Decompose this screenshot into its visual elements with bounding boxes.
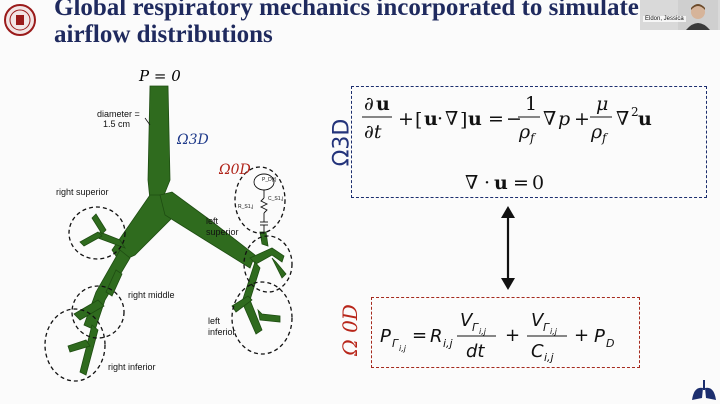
diameter-line2: 1.5 cm bbox=[103, 119, 131, 129]
right-middle-label: right middle bbox=[128, 290, 175, 300]
svg-text:D: D bbox=[606, 337, 614, 350]
right-inferior-outline bbox=[44, 308, 106, 382]
svg-text:+: + bbox=[398, 108, 414, 130]
left-superior-outline bbox=[234, 166, 286, 234]
svg-text:+: + bbox=[574, 108, 590, 130]
svg-text:u: u bbox=[494, 172, 508, 194]
svg-text:·: · bbox=[484, 172, 490, 194]
svg-text:V: V bbox=[460, 310, 474, 331]
svg-text:dt: dt bbox=[466, 341, 485, 362]
slide-title: Global respiratory mechanics incorporate… bbox=[54, 0, 654, 48]
svg-text:P: P bbox=[380, 326, 391, 347]
slide-title-line2: airflow distributions bbox=[54, 21, 273, 48]
left-inferior-outline bbox=[231, 281, 293, 355]
svg-text:0: 0 bbox=[532, 172, 544, 194]
participant-avatar bbox=[678, 0, 718, 30]
svg-text:2: 2 bbox=[631, 105, 639, 119]
svg-text:f: f bbox=[529, 131, 537, 145]
left-inferior-label: left inferior bbox=[208, 316, 236, 337]
svg-text:p: p bbox=[558, 108, 570, 130]
lobe-outlines bbox=[44, 166, 293, 382]
svg-text:+: + bbox=[505, 325, 520, 346]
svg-text:i,j: i,j bbox=[544, 351, 555, 364]
svg-text:μ: μ bbox=[596, 93, 608, 115]
svg-text:Γ: Γ bbox=[392, 337, 399, 350]
right-inferior-label: right inferior bbox=[108, 362, 156, 372]
svg-text:∇: ∇ bbox=[543, 108, 556, 130]
svg-text:ρ: ρ bbox=[518, 121, 531, 143]
svg-text:−: − bbox=[506, 108, 522, 130]
diameter-label: diameter = 1.5 cm bbox=[97, 109, 140, 129]
slide-title-line1: Global respiratory mechanics incorporate… bbox=[54, 0, 639, 21]
circuit-pressure-label: P_D(t) bbox=[262, 177, 277, 183]
svg-text:i,j: i,j bbox=[399, 344, 407, 353]
svg-text:]: ] bbox=[460, 109, 467, 131]
svg-text:P: P bbox=[594, 326, 605, 347]
svg-text:∂t: ∂t bbox=[364, 121, 382, 143]
svg-text:∂: ∂ bbox=[364, 93, 374, 115]
circuit-capacitance-label: C_S1,j bbox=[268, 196, 284, 202]
svg-text:V: V bbox=[531, 310, 545, 331]
svg-text:f: f bbox=[601, 131, 609, 145]
svg-text:u: u bbox=[638, 108, 652, 130]
svg-text:ρ: ρ bbox=[590, 121, 603, 143]
right-middle-outline bbox=[71, 285, 125, 339]
svg-text:=: = bbox=[488, 108, 504, 130]
participant-name: Eldon, Jessica bbox=[643, 16, 686, 22]
svg-text:C: C bbox=[531, 341, 544, 362]
svg-text:+: + bbox=[574, 325, 589, 346]
svg-text:R: R bbox=[430, 326, 443, 347]
svg-text:∇: ∇ bbox=[465, 172, 478, 194]
svg-text:u: u bbox=[376, 93, 390, 115]
continuity-equation: ∇ ·u=0 bbox=[465, 172, 544, 194]
svg-text:u: u bbox=[424, 108, 438, 130]
right-superior-label: right superior bbox=[56, 187, 109, 197]
svg-text:∇: ∇ bbox=[616, 108, 629, 130]
svg-text:[: [ bbox=[415, 109, 422, 131]
diameter-line1: diameter = bbox=[97, 109, 140, 119]
svg-text:Γ: Γ bbox=[472, 321, 479, 334]
box2-omega-label: Ω 0D bbox=[337, 304, 362, 356]
circuit-resistance-label: R_S1,j bbox=[238, 204, 254, 210]
left-upper-outline bbox=[243, 235, 293, 293]
airway-tree bbox=[67, 85, 287, 376]
participant-video-tile[interactable]: Eldon, Jessica bbox=[640, 0, 720, 30]
svg-text:Γ: Γ bbox=[543, 321, 550, 334]
omega-0d-label: Ω0D bbox=[219, 162, 251, 178]
svg-text:i,j: i,j bbox=[479, 327, 487, 336]
navier-stokes-box bbox=[351, 86, 707, 198]
left-superior-label: left superior bbox=[206, 216, 239, 237]
right-superior-outline bbox=[68, 206, 126, 260]
svg-text:·: · bbox=[437, 108, 443, 130]
lumped-model-box bbox=[371, 297, 640, 368]
circuit-symbol bbox=[253, 173, 275, 234]
omega-3d-label: Ω3D bbox=[177, 132, 209, 148]
svg-text:1: 1 bbox=[525, 93, 537, 115]
svg-text:=: = bbox=[412, 325, 427, 346]
outlet-pressure-label: P = 0 bbox=[139, 67, 181, 85]
svg-text:u: u bbox=[468, 108, 482, 130]
university-seal-icon bbox=[4, 4, 36, 36]
lungs-logo-icon bbox=[692, 380, 716, 400]
svg-text:i,j: i,j bbox=[443, 337, 454, 350]
svg-text:∇: ∇ bbox=[445, 108, 458, 130]
svg-text:i,j: i,j bbox=[550, 327, 558, 336]
svg-text:=: = bbox=[513, 172, 529, 194]
